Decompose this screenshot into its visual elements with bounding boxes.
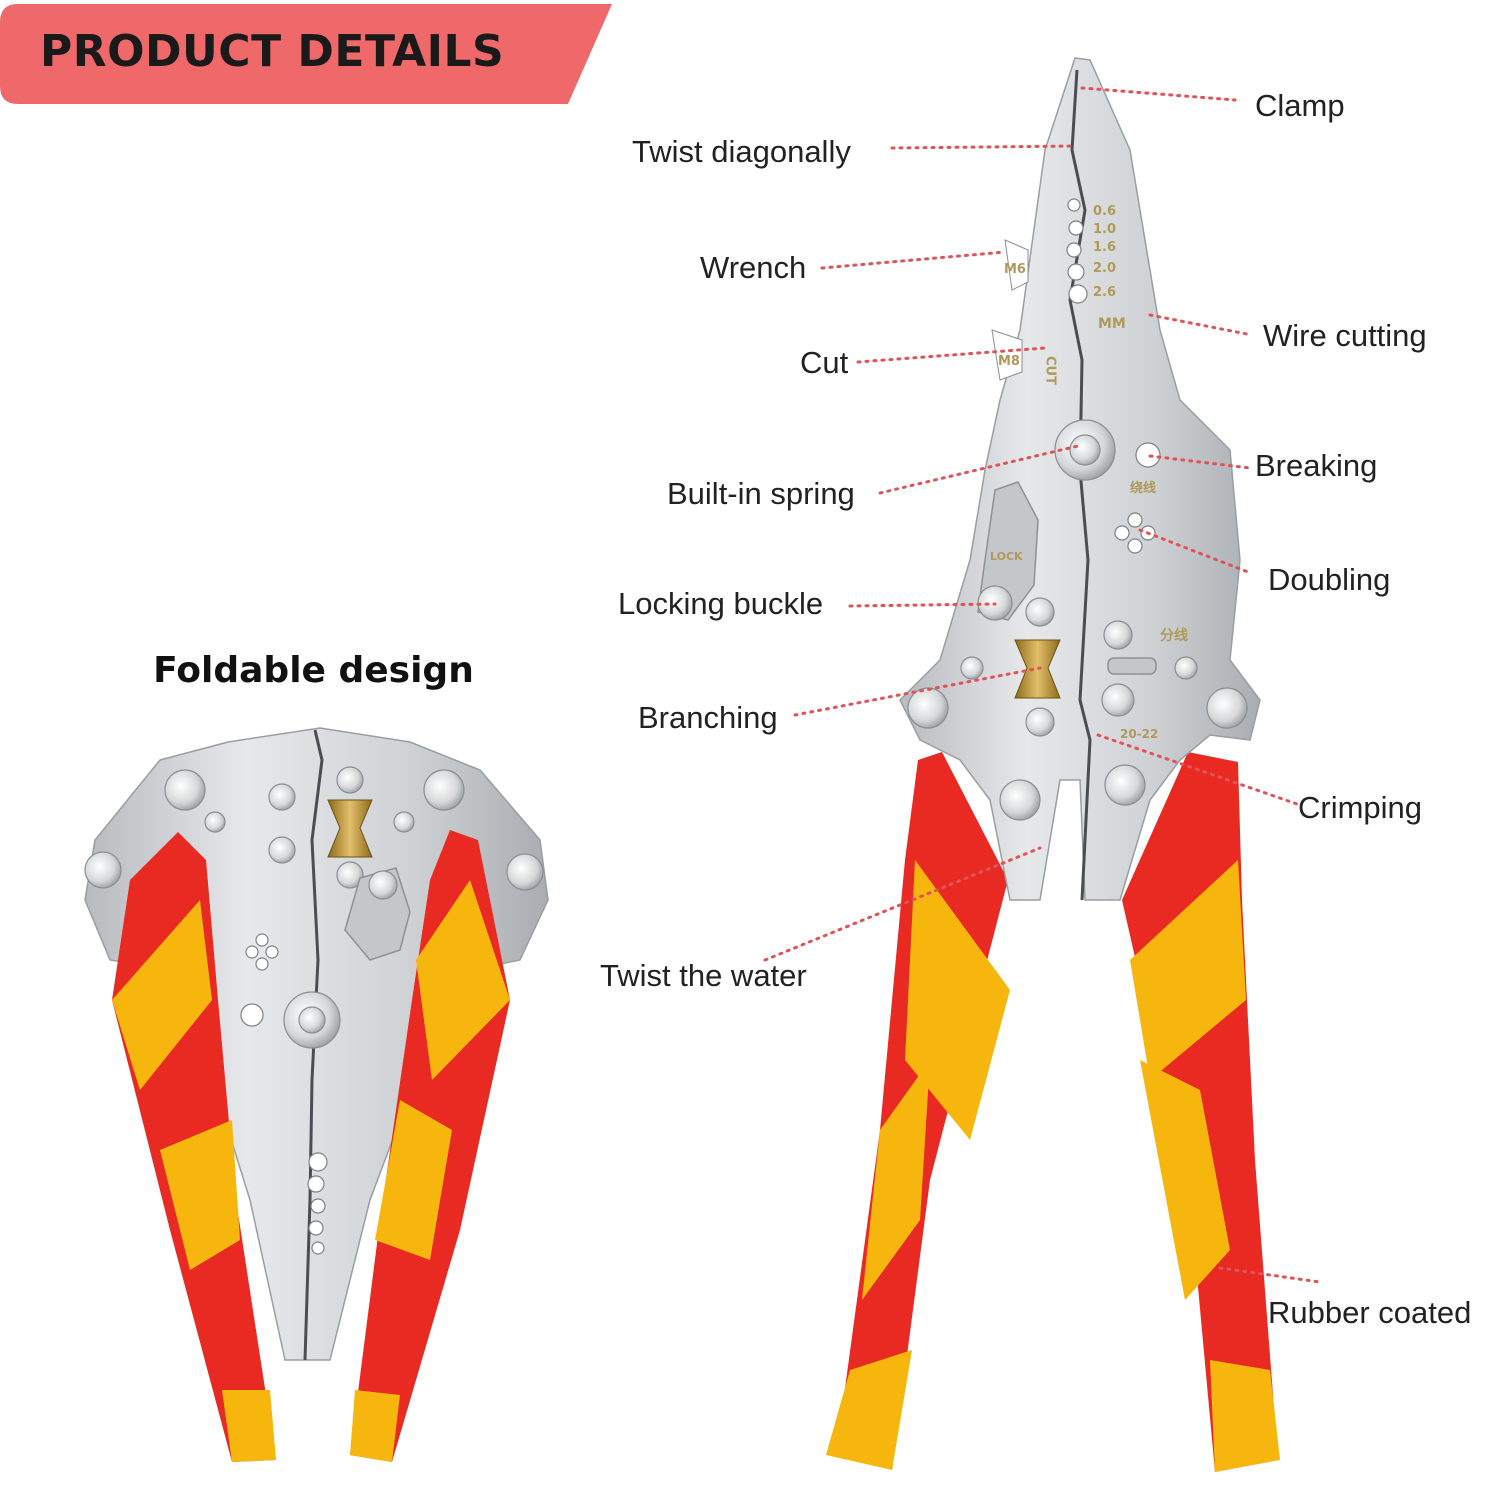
callout-doubling: Doubling [1268, 562, 1391, 597]
engravings: 0.6 1.0 1.6 2.0 2.6 MM M6 M8 CUT 绕线 LOCK… [990, 204, 1188, 741]
twist-cn-label: 绕线 [1130, 480, 1156, 496]
m8-label: M8 [998, 354, 1020, 369]
callout-branching: Branching [638, 700, 778, 735]
folded-pliers [84, 727, 549, 1462]
crimp-teeth [1066, 198, 1088, 304]
foldable-design-title: Foldable design [153, 650, 474, 691]
callout-twist-the-water: Twist the water [600, 958, 807, 993]
size-label: 1.6 [1093, 240, 1116, 255]
breaking-hole [1135, 442, 1161, 468]
leader-lines [763, 86, 1322, 1284]
callout-twist-diagonally: Twist diagonally [632, 134, 851, 169]
doubling-holes [1114, 512, 1156, 554]
main-pliers: 0.6 1.0 1.6 2.0 2.6 MM M6 M8 CUT 绕线 LOCK… [826, 57, 1280, 1472]
locking-buckle [977, 481, 1039, 621]
branch-cn-label: 分线 [1160, 627, 1188, 644]
header-banner [0, 4, 612, 104]
callout-cut: Cut [800, 345, 849, 380]
m6-label: M6 [1004, 262, 1026, 277]
lock-label: LOCK [990, 550, 1023, 563]
cut-label: CUT [1043, 356, 1058, 385]
callout-locking-buckle: Locking buckle [618, 586, 824, 621]
unit-label: MM [1098, 316, 1126, 332]
size-label: 0.6 [1093, 204, 1116, 219]
size-label: 2.6 [1093, 285, 1116, 300]
callout-wire-cutting: Wire cutting [1263, 318, 1427, 353]
crimp-range-label: 20-22 [1120, 727, 1158, 741]
left-handle-stripe [905, 860, 1010, 1140]
callout-crimping: Crimping [1298, 790, 1423, 825]
page-title: PRODUCT DETAILS [40, 26, 505, 77]
callout-rubber-coated: Rubber coated [1268, 1295, 1472, 1330]
callout-clamp: Clamp [1255, 88, 1345, 123]
size-label: 2.0 [1093, 261, 1116, 276]
callout-built-in-spring: Built-in spring [667, 476, 855, 511]
callout-wrench: Wrench [700, 250, 807, 285]
callout-breaking: Breaking [1255, 448, 1378, 483]
size-label: 1.0 [1093, 222, 1116, 237]
